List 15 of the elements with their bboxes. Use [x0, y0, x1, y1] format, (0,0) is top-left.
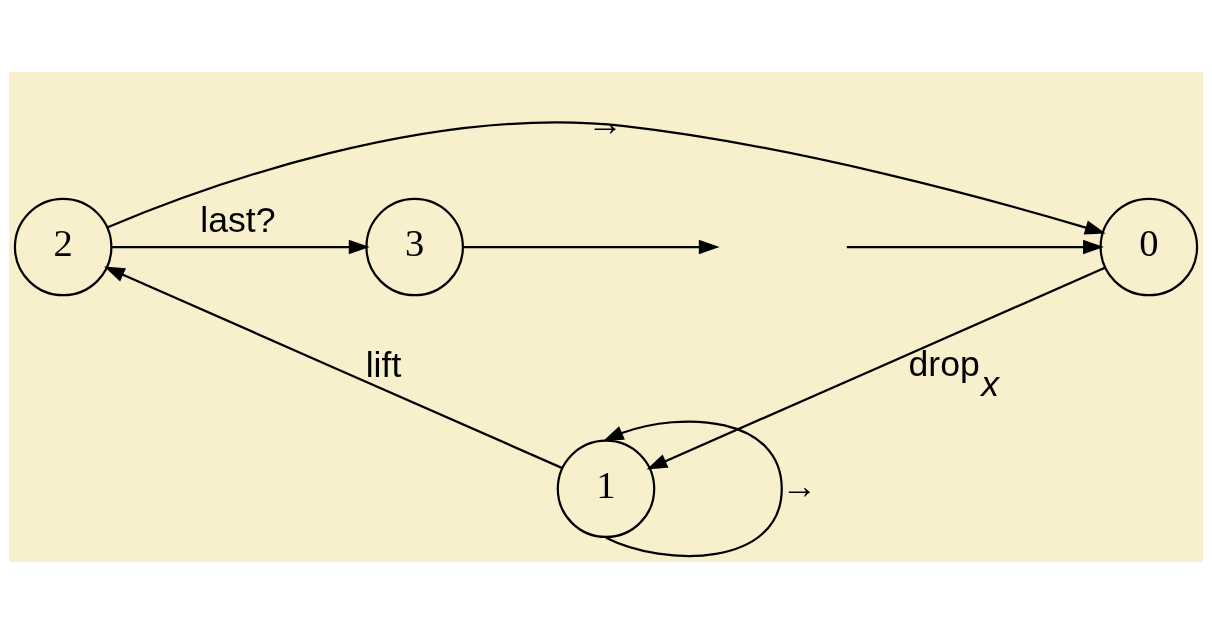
- arrow: [463, 239, 720, 255]
- node-circle: 3: [365, 197, 464, 297]
- edge-label: last?: [200, 200, 276, 241]
- node-circle: 2: [13, 197, 113, 297]
- arrow: [112, 239, 370, 255]
- arrow: [846, 239, 1104, 255]
- arrow: [646, 266, 1106, 470]
- arrow: [107, 121, 1106, 235]
- edge-label: →: [781, 465, 818, 506]
- node-circle: 1: [556, 439, 656, 539]
- edge-label: lift: [365, 345, 402, 386]
- edge-label: →: [587, 103, 624, 144]
- node-circle: 0: [1099, 197, 1199, 297]
- arrow: [104, 266, 563, 470]
- arrow: [602, 420, 783, 557]
